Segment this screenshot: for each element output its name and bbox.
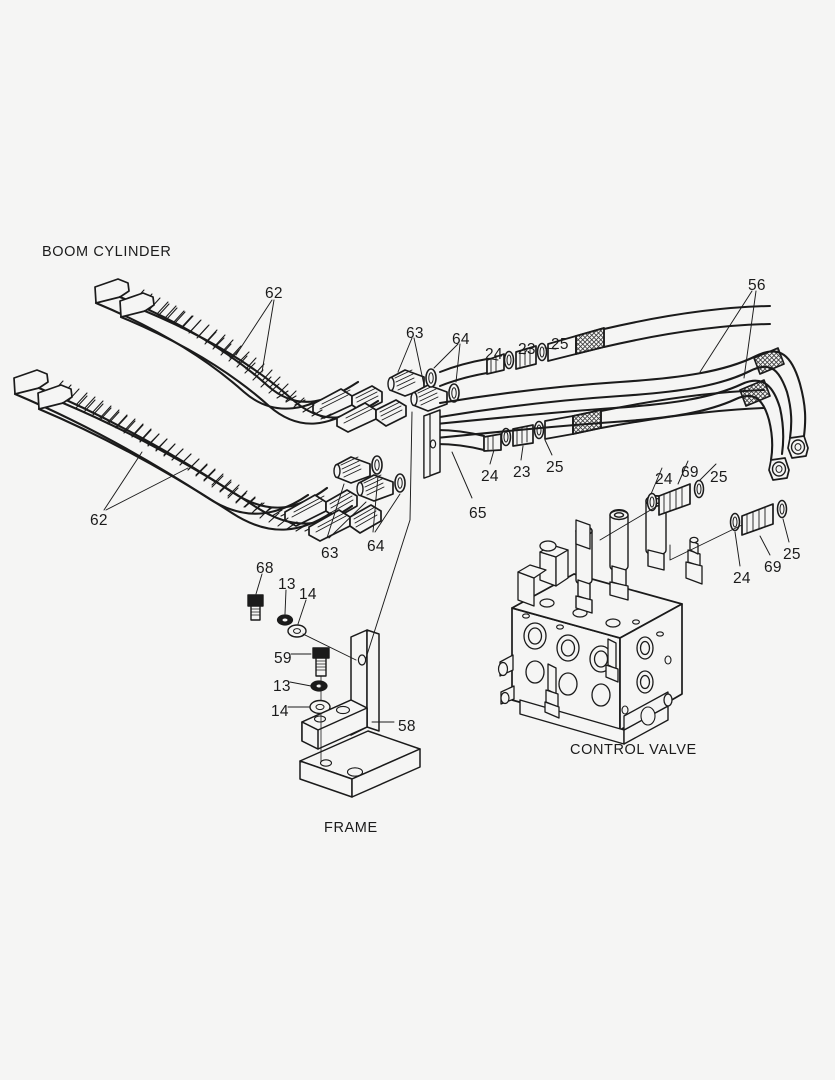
frame-plate xyxy=(299,730,421,798)
control-valve-body xyxy=(497,495,703,745)
callout-25-top: 25 xyxy=(551,336,569,353)
bracket-58 xyxy=(301,629,380,750)
bolt-68 xyxy=(247,594,264,621)
relief-cartridge-2 xyxy=(685,536,703,585)
callout-65: 65 xyxy=(469,505,487,522)
caption-control-valve: CONTROL VALVE xyxy=(570,742,697,758)
callout-24-valve1: 24 xyxy=(655,471,673,488)
callout-64-bot: 64 xyxy=(367,538,385,555)
leader-lines xyxy=(103,290,790,723)
hose-56-upper xyxy=(438,347,809,459)
callout-24-mid: 24 xyxy=(481,468,499,485)
oring-64-lowerleft-2 xyxy=(394,473,406,493)
fitting-group-lower-right xyxy=(729,499,788,536)
hose-56-lower xyxy=(434,379,790,481)
callout-62-left: 62 xyxy=(90,512,108,529)
fitting-63-group-lowerleft-1 xyxy=(333,456,371,484)
callout-63-top: 63 xyxy=(406,325,424,342)
callout-59: 59 xyxy=(274,650,292,667)
washer-13-lower xyxy=(310,680,328,692)
hose-lower-2 xyxy=(37,384,382,542)
relief-cartridge-1 xyxy=(575,519,591,550)
callout-69-valve1: 69 xyxy=(681,464,699,481)
callout-25-right: 25 xyxy=(710,469,728,486)
valve-spool-stems xyxy=(544,638,619,719)
caption-frame: FRAME xyxy=(324,820,378,836)
bolt-59 xyxy=(312,647,330,677)
callout-25-valve2: 25 xyxy=(783,546,801,563)
callout-63-bot: 63 xyxy=(321,545,339,562)
crimp-56-upper xyxy=(753,347,785,375)
tube-65-middle xyxy=(436,389,765,452)
crimp-56-lower xyxy=(739,379,771,407)
callout-24-valve2: 24 xyxy=(733,570,751,587)
callout-62-top: 62 xyxy=(265,285,283,302)
callout-13-lower: 13 xyxy=(273,678,291,695)
callout-58: 58 xyxy=(398,718,416,735)
fitting-group-upper-right xyxy=(646,479,705,516)
oring-64-lowerleft-1 xyxy=(371,455,383,475)
callout-23-top: 23 xyxy=(518,341,536,358)
washer-13-upper xyxy=(276,614,294,626)
oring-64-bottom xyxy=(448,383,460,403)
caption-boom-cylinder: BOOM CYLINDER xyxy=(42,244,172,260)
oring-64-top xyxy=(425,368,437,388)
hose-upper-2 xyxy=(119,292,407,433)
callout-24-top: 24 xyxy=(485,346,503,363)
callout-13-upper: 13 xyxy=(278,576,296,593)
callout-14-lower: 14 xyxy=(271,703,289,720)
callout-68: 68 xyxy=(256,560,274,577)
callout-64-top: 64 xyxy=(452,331,470,348)
callout-23-mid: 23 xyxy=(513,464,531,481)
valve-connection-lines xyxy=(599,504,743,561)
washer-14-upper xyxy=(287,624,307,638)
valve-spool-2 xyxy=(609,509,629,601)
callout-25-mid: 25 xyxy=(546,459,564,476)
callout-56: 56 xyxy=(748,277,766,294)
callout-69-valve2: 69 xyxy=(764,559,782,576)
tube-65-upper xyxy=(439,305,771,387)
fitting-63-group-top xyxy=(387,369,425,397)
clamp-plate xyxy=(423,409,441,479)
bracket-assembly xyxy=(247,594,421,798)
fitting-63-group-lowerleft-2 xyxy=(356,474,394,502)
callout-14-upper: 14 xyxy=(299,586,317,603)
